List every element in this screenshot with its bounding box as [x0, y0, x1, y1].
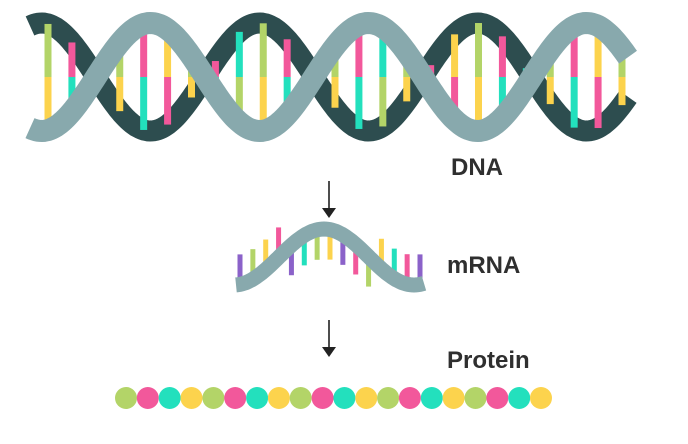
dna-base-pair-bottom	[331, 77, 339, 108]
dna-base-pair-top	[259, 23, 267, 77]
mrna-nucleotide	[404, 254, 410, 285]
amino-acid-bead	[158, 387, 181, 409]
amino-acid-bead	[508, 387, 531, 409]
dna-base-pair-bottom	[451, 77, 459, 120]
dna-base-pair-bottom	[618, 77, 626, 106]
amino-acid-bead	[464, 387, 487, 409]
mrna-label: mRNA	[447, 252, 521, 279]
mrna-nucleotide	[288, 245, 294, 276]
dna-base-pair-bottom	[379, 77, 387, 127]
amino-acid-bead	[377, 387, 400, 409]
dna-base-pair-top	[235, 31, 243, 77]
amino-acid-bead	[420, 387, 443, 409]
arrow-mrna-to-protein	[322, 320, 336, 357]
dna-base-pair-top	[140, 24, 148, 77]
dna-base-pair-bottom	[116, 77, 124, 112]
protein-label: Protein	[447, 347, 530, 374]
amino-acid-bead	[289, 387, 312, 409]
dna-base-pair-bottom	[44, 77, 52, 131]
dna-base-pair-top	[44, 23, 52, 77]
mrna-backbone	[235, 221, 427, 293]
dna-base-pair-bottom	[188, 77, 195, 98]
mrna-nucleotide	[417, 254, 423, 285]
dna-base-pair-bottom	[164, 77, 172, 125]
dna-base-pair-top	[570, 26, 578, 77]
dna-base-pair-top	[211, 61, 219, 77]
amino-acid-bead	[398, 387, 421, 409]
dna-base-pair-bottom	[594, 77, 602, 129]
amino-acid-bead	[442, 387, 465, 409]
mrna-strand	[235, 221, 427, 293]
dna-base-pair-bottom	[403, 77, 411, 102]
dna-base-pair-bottom	[546, 77, 554, 105]
mrna-nucleotide	[237, 254, 243, 285]
mrna-nucleotide	[263, 239, 269, 270]
amino-acid-bead	[136, 387, 159, 409]
amino-acid-bead	[530, 387, 552, 409]
dna-base-pair-bottom	[355, 77, 363, 129]
arrow-dna-to-mrna	[322, 181, 336, 218]
amino-acid-bead	[202, 387, 225, 409]
mrna-nucleotide	[340, 234, 346, 265]
dna-base-pair-bottom	[498, 77, 506, 118]
dna-base-pair-top	[618, 48, 626, 77]
dna-base-pair-top	[594, 25, 602, 77]
amino-acid-bead	[311, 387, 334, 409]
dna-base-pair-top	[451, 34, 459, 77]
amino-acid-bead	[333, 387, 356, 409]
mrna-nucleotide	[327, 229, 333, 260]
amino-acid-bead	[115, 387, 137, 409]
dna-base-pair-bottom	[570, 77, 578, 128]
amino-acid-bead	[486, 387, 509, 409]
dna-base-pair-bottom	[283, 77, 291, 115]
amino-acid-bead	[267, 387, 290, 409]
mrna-nucleotide	[276, 227, 282, 258]
dna-front-strand	[25, 11, 637, 143]
dna-base-pair-top	[498, 36, 506, 77]
dna-base-pair-bottom	[140, 77, 148, 130]
amino-acid-bead	[246, 387, 269, 409]
mrna-nucleotide	[391, 248, 397, 279]
dna-base-pair-top	[283, 39, 291, 77]
dna-base-pair-top	[379, 27, 387, 78]
protein-chain	[115, 387, 552, 409]
dna-label: DNA	[451, 154, 503, 181]
mrna-nucleotide	[314, 229, 320, 260]
dna-base-pair-bottom	[235, 77, 243, 123]
amino-acid-bead	[180, 387, 203, 409]
mrna-nucleotide	[378, 238, 384, 269]
amino-acid-bead	[355, 387, 378, 409]
mrna-nucleotide	[366, 256, 372, 287]
dna-base-pair-top	[164, 29, 172, 77]
mrna-nucleotide	[250, 249, 256, 280]
dna-base-pair-top	[68, 42, 76, 77]
mrna-nucleotide	[353, 244, 359, 275]
mrna-nucleotide	[301, 235, 307, 266]
dna-double-helix	[25, 11, 637, 143]
amino-acid-bead	[224, 387, 247, 409]
dna-base-pair-bottom	[259, 77, 267, 131]
dna-base-pair-bottom	[475, 77, 482, 131]
dna-base-pair-top	[355, 25, 363, 77]
dna-base-pair-top	[475, 23, 482, 77]
